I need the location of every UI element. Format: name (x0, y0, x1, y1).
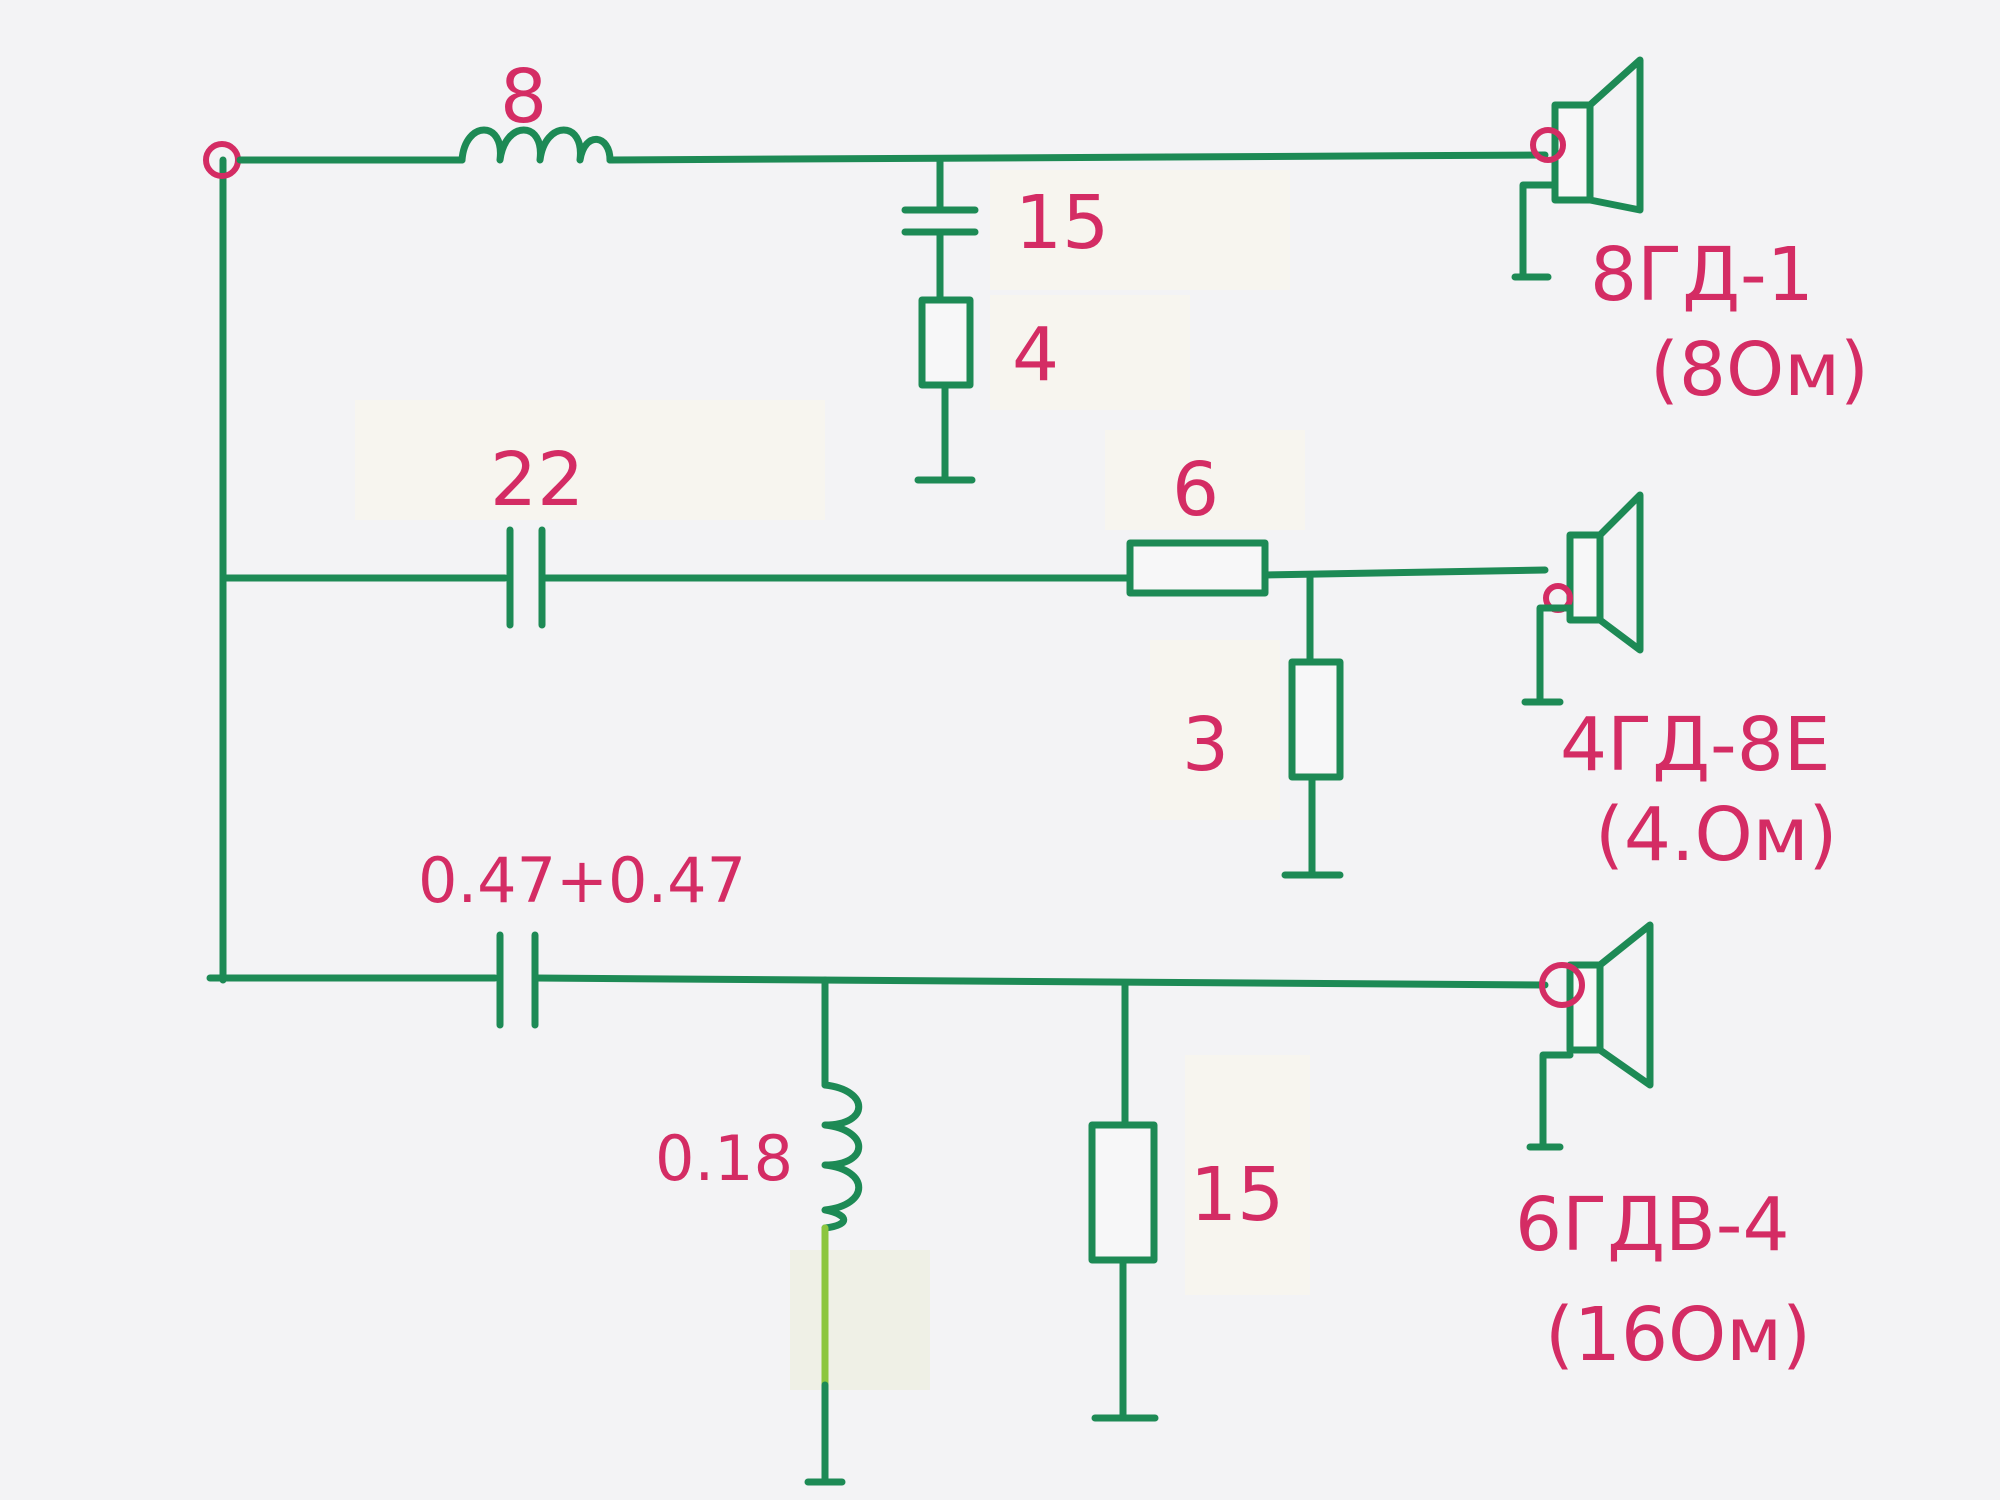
speaker-1 (1511, 56, 1644, 281)
tape-patch (355, 400, 825, 520)
resistor-r2 (1126, 539, 1269, 597)
wire (606, 151, 1549, 164)
tape-patch (790, 1250, 930, 1390)
c3-value-label: 0.47+0.47 (418, 844, 746, 917)
speaker-terminal (1530, 127, 1566, 163)
speaker-magnet (1566, 961, 1604, 1054)
c2-value-label: 22 (490, 437, 584, 523)
tape-patch (990, 170, 1290, 290)
tape-patch (990, 295, 1190, 410)
speaker-terminal (1539, 962, 1585, 1008)
speaker-2-impedance: (4.Ом) (1595, 792, 1837, 878)
speaker-magnet (1551, 101, 1594, 204)
speaker-1-impedance: (8Ом) (1650, 327, 1869, 413)
midrange-branch (219, 491, 1644, 879)
tweeter-branch (206, 921, 1654, 1486)
speaker-3-impedance: (16Ом) (1545, 1292, 1811, 1378)
wire (1519, 181, 1559, 279)
wire (1539, 1051, 1574, 1149)
speaker-cone (1596, 491, 1644, 654)
speaker-3-model: 6ГДВ-4 (1515, 1182, 1790, 1268)
l2-value-label: 0.18 (655, 1122, 793, 1195)
speaker-2-model: 4ГД-8Е (1560, 702, 1831, 788)
c1-value-label: 15 (1015, 180, 1109, 266)
r3-value-label: 3 (1182, 702, 1229, 788)
speaker-2 (1521, 491, 1644, 706)
speaker-cone (1596, 921, 1654, 1089)
l1-value-label: 8 (500, 54, 547, 140)
r1-value-label: 4 (1012, 312, 1059, 398)
r4-value-label: 15 (1190, 1152, 1284, 1238)
resistor-r4 (1088, 1121, 1158, 1264)
speaker-cone (1586, 56, 1644, 214)
resistor-r3 (1288, 658, 1344, 781)
wire (531, 974, 1549, 989)
r2-value-label: 6 (1172, 447, 1219, 533)
speaker-3 (1526, 921, 1654, 1151)
wire (1536, 604, 1574, 704)
resistor-r1 (918, 296, 974, 389)
speaker-magnet (1566, 531, 1604, 624)
woofer-branch (236, 56, 1644, 484)
tape-patch (1105, 430, 1305, 530)
speaker-1-model: 8ГД-1 (1590, 232, 1814, 318)
inductor-l1 (458, 126, 614, 164)
tape-patch (1185, 1055, 1310, 1295)
inductor-l2 (821, 1081, 863, 1232)
tape-patch (1150, 640, 1280, 820)
